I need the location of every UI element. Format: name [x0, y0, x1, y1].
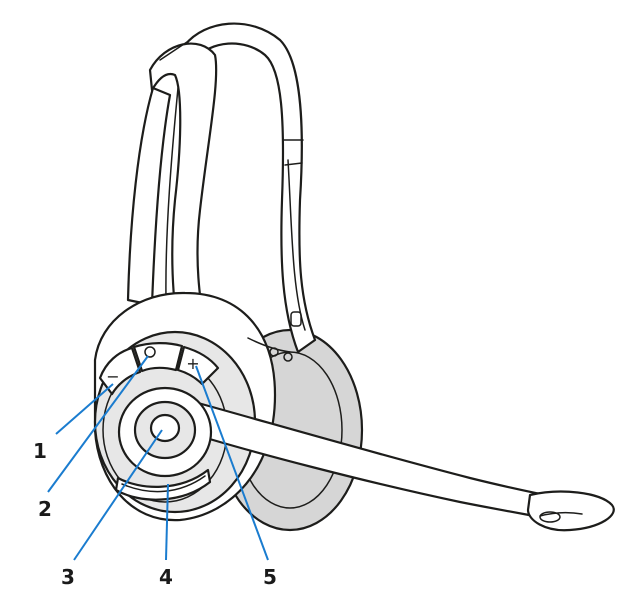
talk-indicator-light [114, 468, 212, 501]
callout-3: 3 [61, 565, 75, 589]
callout-4: 4 [159, 565, 173, 589]
leader-line-4 [165, 483, 169, 561]
leader-line-1 [55, 383, 114, 435]
volume-down-button[interactable]: − [98, 346, 142, 396]
callout-1: 1 [33, 439, 47, 463]
callout-2: 2 [38, 497, 52, 521]
leader-lines [47, 355, 269, 561]
boom-microphone [178, 396, 615, 532]
leader-line-2 [47, 355, 149, 493]
callout-labels: 1 2 3 4 5 [33, 439, 277, 589]
rear-headband [183, 22, 317, 354]
mute-button[interactable] [132, 342, 184, 373]
leader-line-5 [195, 365, 269, 561]
mute-icon [144, 346, 156, 358]
volume-down-icon: − [106, 367, 119, 386]
callout-5: 5 [263, 565, 277, 589]
call-control-button[interactable] [117, 386, 213, 478]
leader-line-3 [73, 429, 163, 561]
